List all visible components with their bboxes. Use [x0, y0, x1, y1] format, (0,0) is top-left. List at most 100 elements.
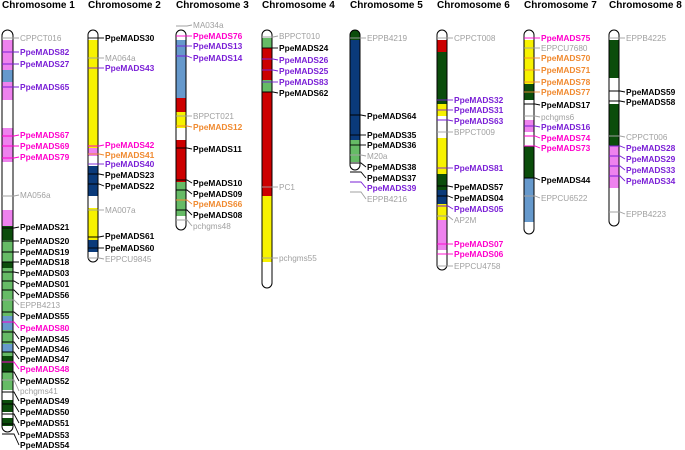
marker-line — [176, 55, 193, 59]
gene-label: PpeMADS48 — [20, 364, 70, 374]
marker-label: pchgms41 — [20, 387, 58, 396]
gene-label: PpeMADS13 — [193, 41, 243, 51]
marker-line — [88, 144, 105, 147]
marker-label: BPPCT021 — [193, 112, 234, 121]
gene-label: PpeMADS08 — [193, 210, 243, 220]
gene-label: PpeMADS30 — [105, 33, 155, 43]
gene-label: PpeMADS39 — [367, 183, 417, 193]
chromosome-band — [2, 390, 13, 400]
chromosome-band — [437, 30, 447, 40]
gene-label: PpeMADS40 — [105, 159, 155, 169]
chromosome-band — [88, 166, 98, 196]
chromosome-title: Chromosome 4 — [262, 0, 335, 11]
marker-line — [350, 191, 367, 200]
marker-line — [524, 115, 541, 118]
marker-line — [2, 156, 20, 159]
chromosome-band — [262, 38, 272, 48]
chromosome-band — [609, 222, 619, 226]
chromosome-bands — [524, 30, 534, 234]
gene-label: PpeMADS34 — [626, 176, 676, 186]
chromosome-bands — [437, 30, 447, 270]
marker-line — [2, 271, 20, 274]
chromosome-8: EPPB4225PpeMADS59PpeMADS58CPPCT006PpeMAD… — [608, 29, 676, 227]
marker-line — [2, 361, 20, 370]
marker-line — [176, 24, 193, 27]
chromosome-band — [437, 52, 447, 104]
chromosome-band — [88, 40, 98, 148]
chromosome-outline — [349, 29, 361, 171]
marker-label: EPPB4219 — [367, 34, 408, 43]
chromosome-band — [262, 30, 272, 38]
chromosome-title: Chromosome 5 — [350, 0, 423, 11]
marker-line — [609, 211, 626, 215]
marker-label: M20a — [367, 152, 388, 161]
chromosome-band — [176, 216, 186, 230]
chromosome-band — [88, 196, 98, 208]
chromosome-band — [2, 330, 13, 344]
marker-label: CPPCT006 — [626, 133, 668, 142]
chromosome-title: Chromosome 1 — [2, 0, 75, 11]
gene-label: PpeMADS75 — [541, 33, 591, 43]
marker-line — [176, 125, 193, 128]
chromosome-title: Chromosome 2 — [88, 0, 161, 11]
chromosome-bands — [350, 30, 360, 170]
gene-label: PpeMADS33 — [626, 165, 676, 175]
chromosome-outline — [608, 29, 620, 227]
gene-label: PpeMADS35 — [367, 130, 417, 140]
chromosome-band — [176, 140, 186, 182]
chromosome-band — [176, 98, 186, 112]
marker-line — [437, 215, 454, 221]
marker-label: EPPCU4758 — [454, 262, 501, 271]
chromosome-band — [350, 140, 360, 148]
gene-label: PpeMADS21 — [20, 222, 70, 232]
gene-label: PpeMADS23 — [105, 170, 155, 180]
gene-label: PpeMADS70 — [541, 53, 591, 63]
marker-label: EPPB4216 — [367, 195, 408, 204]
marker-line — [88, 173, 105, 176]
marker-label: pchgms55 — [279, 254, 317, 263]
chromosome-band — [2, 210, 13, 226]
marker-line — [262, 91, 279, 94]
marker-line — [524, 103, 541, 106]
gene-label: PpeMADS65 — [20, 82, 70, 92]
chromosome-band — [262, 196, 272, 262]
gene-label: PpeMADS80 — [20, 323, 70, 333]
marker-line — [609, 175, 626, 182]
gene-label: PpeMADS05 — [454, 204, 504, 214]
marker-line — [350, 114, 367, 117]
gene-label: PpeMADS56 — [20, 290, 70, 300]
marker-line — [262, 35, 279, 38]
chromosome-band — [524, 60, 534, 84]
chromosome-3: MA034aPpeMADS76PpeMADS13PpeMADS14BPPCT02… — [175, 21, 243, 231]
marker-line — [176, 209, 193, 216]
marker-label: EPPCU6522 — [541, 194, 588, 203]
marker-line — [262, 58, 279, 61]
gene-label: PpeMADS44 — [541, 175, 591, 185]
chromosome-band — [2, 262, 13, 268]
gene-label: PpeMADS59 — [626, 87, 676, 97]
chromosome-7: PpeMADS75EPPCU7680PpeMADS70PpeMADS71PpeM… — [523, 29, 591, 235]
marker-label: MA034a — [193, 21, 224, 30]
chromosome-band — [609, 104, 619, 146]
chromosome-4: BPPCT010PpeMADS24PpeMADS26PpeMADS25PpeMA… — [261, 29, 329, 289]
chromosome-band — [609, 146, 619, 188]
chromosome-title: Chromosome 3 — [176, 0, 249, 11]
marker-label: MA064a — [105, 54, 136, 63]
marker-line — [437, 195, 454, 199]
gene-label: PpeMADS79 — [20, 152, 70, 162]
chromosome-band — [176, 30, 186, 40]
chromosome-band — [88, 30, 98, 40]
gene-label: PpeMADS76 — [193, 31, 243, 41]
marker-label: EPPCU9845 — [105, 255, 152, 264]
chromosome-bands — [176, 30, 186, 230]
chromosome-5: EPPB4219PpeMADS64PpeMADS35PpeMADS36M20aP… — [349, 29, 417, 204]
chromosome-band — [88, 156, 98, 166]
marker-label: EPPB4213 — [20, 301, 61, 310]
gene-label: PpeMADS63 — [454, 116, 504, 126]
chromosome-band — [437, 250, 447, 262]
marker-line — [2, 331, 20, 340]
chromosome-band — [176, 40, 186, 98]
chromosome-band — [2, 162, 13, 210]
marker-line — [2, 311, 20, 317]
chromosome-1: CPPCT016PpeMADS82PpeMADS27PpeMADS65PpeMA… — [1, 29, 70, 450]
